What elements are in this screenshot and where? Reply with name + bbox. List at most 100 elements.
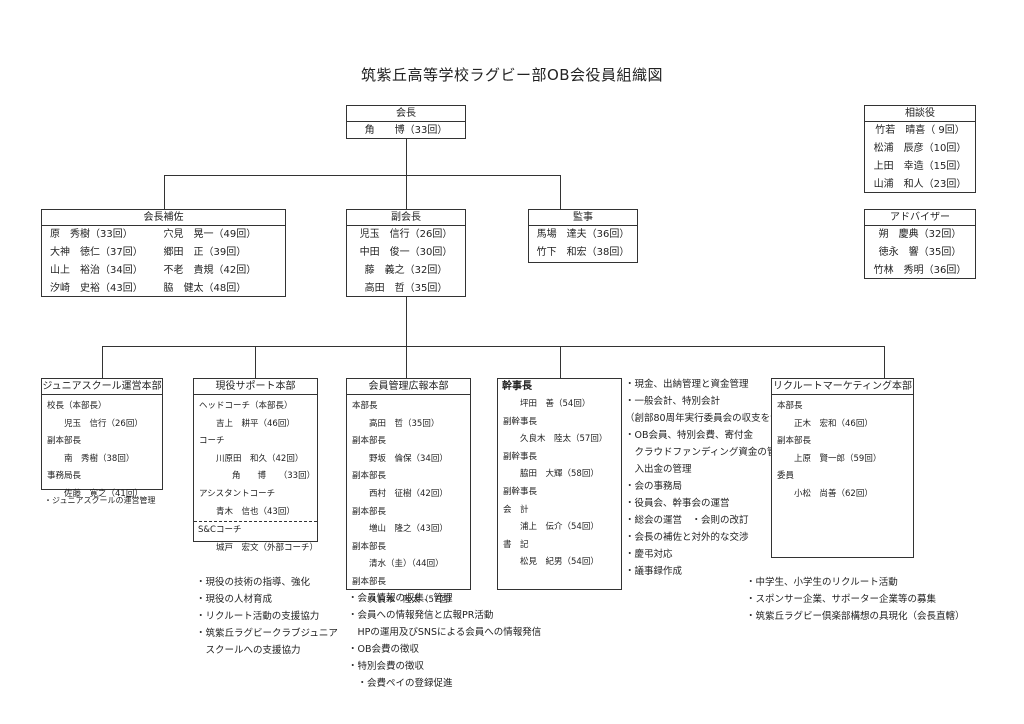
junior-school-label: ジュニアスクール運営本部: [42, 379, 162, 395]
connector-to-recruit: [884, 346, 885, 378]
member-name: 佐藤 寛之（41回）: [64, 488, 143, 499]
member-row: 朔 慶典（32回）: [878, 229, 962, 240]
connector-to-vice: [406, 175, 407, 209]
member-row: 郷田 正（39回）: [163, 247, 247, 258]
role-label: 副幹事長: [503, 451, 538, 462]
member-row: 藤 義之（32回）: [364, 265, 448, 276]
advisers-box: アドバイザー 朔 慶典（32回） 徳永 響（35回） 竹林 秀明（36回）: [864, 209, 976, 279]
member-row: 児玉 信行（26回）: [359, 229, 453, 240]
member-row: 上田 幸造（15回）: [873, 161, 967, 172]
note-line: ・現役の技術の指導、強化: [196, 577, 311, 588]
recruit-notes: ・中学生、小学生のリクルート活動・スポンサー企業、サポーター企業等の募集・筑紫丘…: [746, 574, 965, 625]
note-line: ・現金、出納管理と資金管理: [625, 379, 749, 390]
president-label: 会長: [347, 106, 465, 122]
connector-bottom-horizontal: [102, 346, 885, 347]
member-row: 山上 裕治（34回）: [50, 265, 143, 276]
member-row: 穴見 晃一（49回）: [163, 229, 257, 240]
note-line: ・会員への情報発信と広報PR活動: [348, 610, 494, 621]
vice-president-label: 副会長: [347, 210, 465, 226]
note-line: ・現役の人材育成: [196, 594, 273, 605]
role-label: アシスタントコーチ: [199, 488, 276, 499]
note-line: ・OB会費の徴収: [348, 644, 419, 655]
member-row: 山浦 和人（23回）: [873, 179, 967, 190]
page-title: 筑紫丘高等学校ラグビー部OB会役員組織図: [360, 66, 664, 84]
advisors-council-box: 相談役 竹若 晴喜（ 9回） 松浦 辰彦（10回） 上田 幸造（15回） 山浦 …: [864, 105, 976, 193]
role-label: 本部長: [777, 401, 803, 411]
member-row: 竹下 和宏（38回）: [536, 247, 630, 258]
role-label: 副本部長: [352, 436, 387, 447]
note-line: ・スポンサー企業、サポーター企業等の募集: [746, 594, 937, 605]
role-label: 事務局長: [47, 471, 82, 482]
assistants-label: 会長補佐: [42, 210, 285, 226]
note-line: ・会員情報の収集、管理: [348, 593, 453, 604]
note-line: ・会の事務局: [625, 481, 683, 492]
support-label: 現役サポート本部: [194, 379, 317, 395]
pr-label: 会員管理広報本部: [347, 379, 470, 395]
member-name: 増山 隆之（43回）: [369, 524, 448, 535]
note-line: ・一般会計、特別会計: [625, 396, 721, 407]
member-row: 大神 徳仁（37回）: [50, 247, 143, 258]
secretariat-label: 幹事長: [502, 381, 532, 392]
recruit-label: リクルートマーケティング本部: [772, 379, 913, 395]
member-name: 脇田 大輝（58回）: [520, 469, 599, 480]
note-line: ・中学生、小学生のリクルート活動: [746, 577, 898, 588]
member-name: 正木 宏和（46回）: [794, 418, 873, 429]
note-line: ・会長の補佐と対外的な交渉: [625, 532, 749, 543]
auditor-box: 監事 馬場 達夫（36回） 竹下 和宏（38回）: [528, 209, 638, 263]
member-row: 中田 俊一（30回）: [359, 247, 453, 258]
connector-to-junior: [102, 346, 103, 378]
pr-box: 会員管理広報本部 本部長高田 哲（35回）副本部長野坂 倫保（34回）副本部長西…: [346, 378, 471, 605]
advisors-council-label: 相談役: [865, 106, 975, 122]
member-name: 浦上 伝介（54回）: [520, 522, 599, 533]
president-name: 角 博（33回）: [364, 125, 448, 136]
role-label: 書 記: [503, 539, 529, 550]
member-name: 城戸 宏文（外部コーチ）: [216, 542, 319, 553]
role-label: 副本部長: [352, 471, 387, 482]
member-name: 南 秀樹（38回）: [64, 453, 135, 464]
connector-vice-down: [406, 296, 407, 346]
connector-to-auditor: [560, 175, 561, 209]
note-line: ・慶弔対応: [625, 549, 673, 560]
role-label: コーチ: [199, 436, 225, 447]
member-name: 高田 哲（35回）: [369, 418, 440, 429]
note-line: ・リクルート活動の支援協力: [196, 611, 320, 622]
junior-school-notes: ・ジュニアスクールの運営管理: [44, 492, 155, 509]
role-label: ヘッドコーチ（本部長）: [199, 401, 293, 411]
pr-notes: ・会員情報の収集、管理・会員への情報発信と広報PR活動 HPの運用及びSNSによ…: [348, 590, 541, 692]
note-line: （創部80周年実行委員会の収支を含む）: [625, 413, 799, 424]
member-row: 脇 健太（48回）: [163, 283, 247, 294]
note-line: 入出金の管理: [625, 464, 692, 475]
note-line: ・筑紫丘ラグビークラブジュニア: [196, 628, 338, 639]
secretariat-list: 坪田 善（54回）副幹事長久良木 陸太（57回）副幹事長脇田 大輝（58回）副幹…: [498, 394, 621, 572]
member-row: 徳永 響（35回）: [878, 247, 962, 258]
role-label: S&Cコーチ: [194, 521, 317, 540]
role-label: 副幹事長: [503, 486, 538, 497]
vice-president-box: 副会長 児玉 信行（26回） 中田 俊一（30回） 藤 義之（32回） 高田 哲…: [346, 209, 466, 297]
member-name: 清水（圭）（44回）: [369, 559, 444, 570]
role-label: 校長（本部長）: [47, 401, 107, 411]
note-line: クラウドファンディング資金の管理: [625, 447, 786, 458]
note-line: ・筑紫丘ラグビー倶楽部構想の具現化（会長直轄）: [746, 611, 965, 622]
note-line: スクールへの支援協力: [196, 645, 301, 656]
member-name: 上原 賢一郎（59回）: [794, 453, 882, 464]
junior-school-box: ジュニアスクール運営本部 校長（本部長）児玉 信行（26回）副本部長南 秀樹（3…: [41, 378, 163, 499]
role-label: 副本部長: [777, 436, 812, 447]
auditor-label: 監事: [529, 210, 637, 226]
member-name: 青木 信也（43回）: [216, 506, 295, 517]
junior-school-list: 校長（本部長）児玉 信行（26回）副本部長南 秀樹（38回）事務局長佐藤 寛之（…: [42, 395, 162, 504]
connector-to-assistants: [164, 175, 165, 209]
member-row: 原 秀樹（33回）: [50, 229, 133, 240]
role-label: 本部長: [352, 401, 378, 411]
role-label: 副本部長: [352, 576, 387, 587]
note-line: ・議事録作成: [625, 566, 683, 577]
note-line: ・特別会費の徴収: [348, 661, 425, 672]
support-notes: ・現役の技術の指導、強化・現役の人材育成・リクルート活動の支援協力・筑紫丘ラグビ…: [196, 574, 338, 659]
member-name: 野坂 倫保（34回）: [369, 453, 448, 464]
role-label: 副幹事長: [503, 416, 538, 427]
member-name: 松見 紀男（54回）: [520, 557, 599, 568]
member-row: 汐崎 史裕（43回）: [50, 283, 143, 294]
member-row: 竹若 晴喜（ 9回）: [875, 125, 965, 136]
connector-to-support: [255, 346, 256, 378]
connector-president-down: [406, 138, 407, 175]
advisers-label: アドバイザー: [865, 210, 975, 226]
